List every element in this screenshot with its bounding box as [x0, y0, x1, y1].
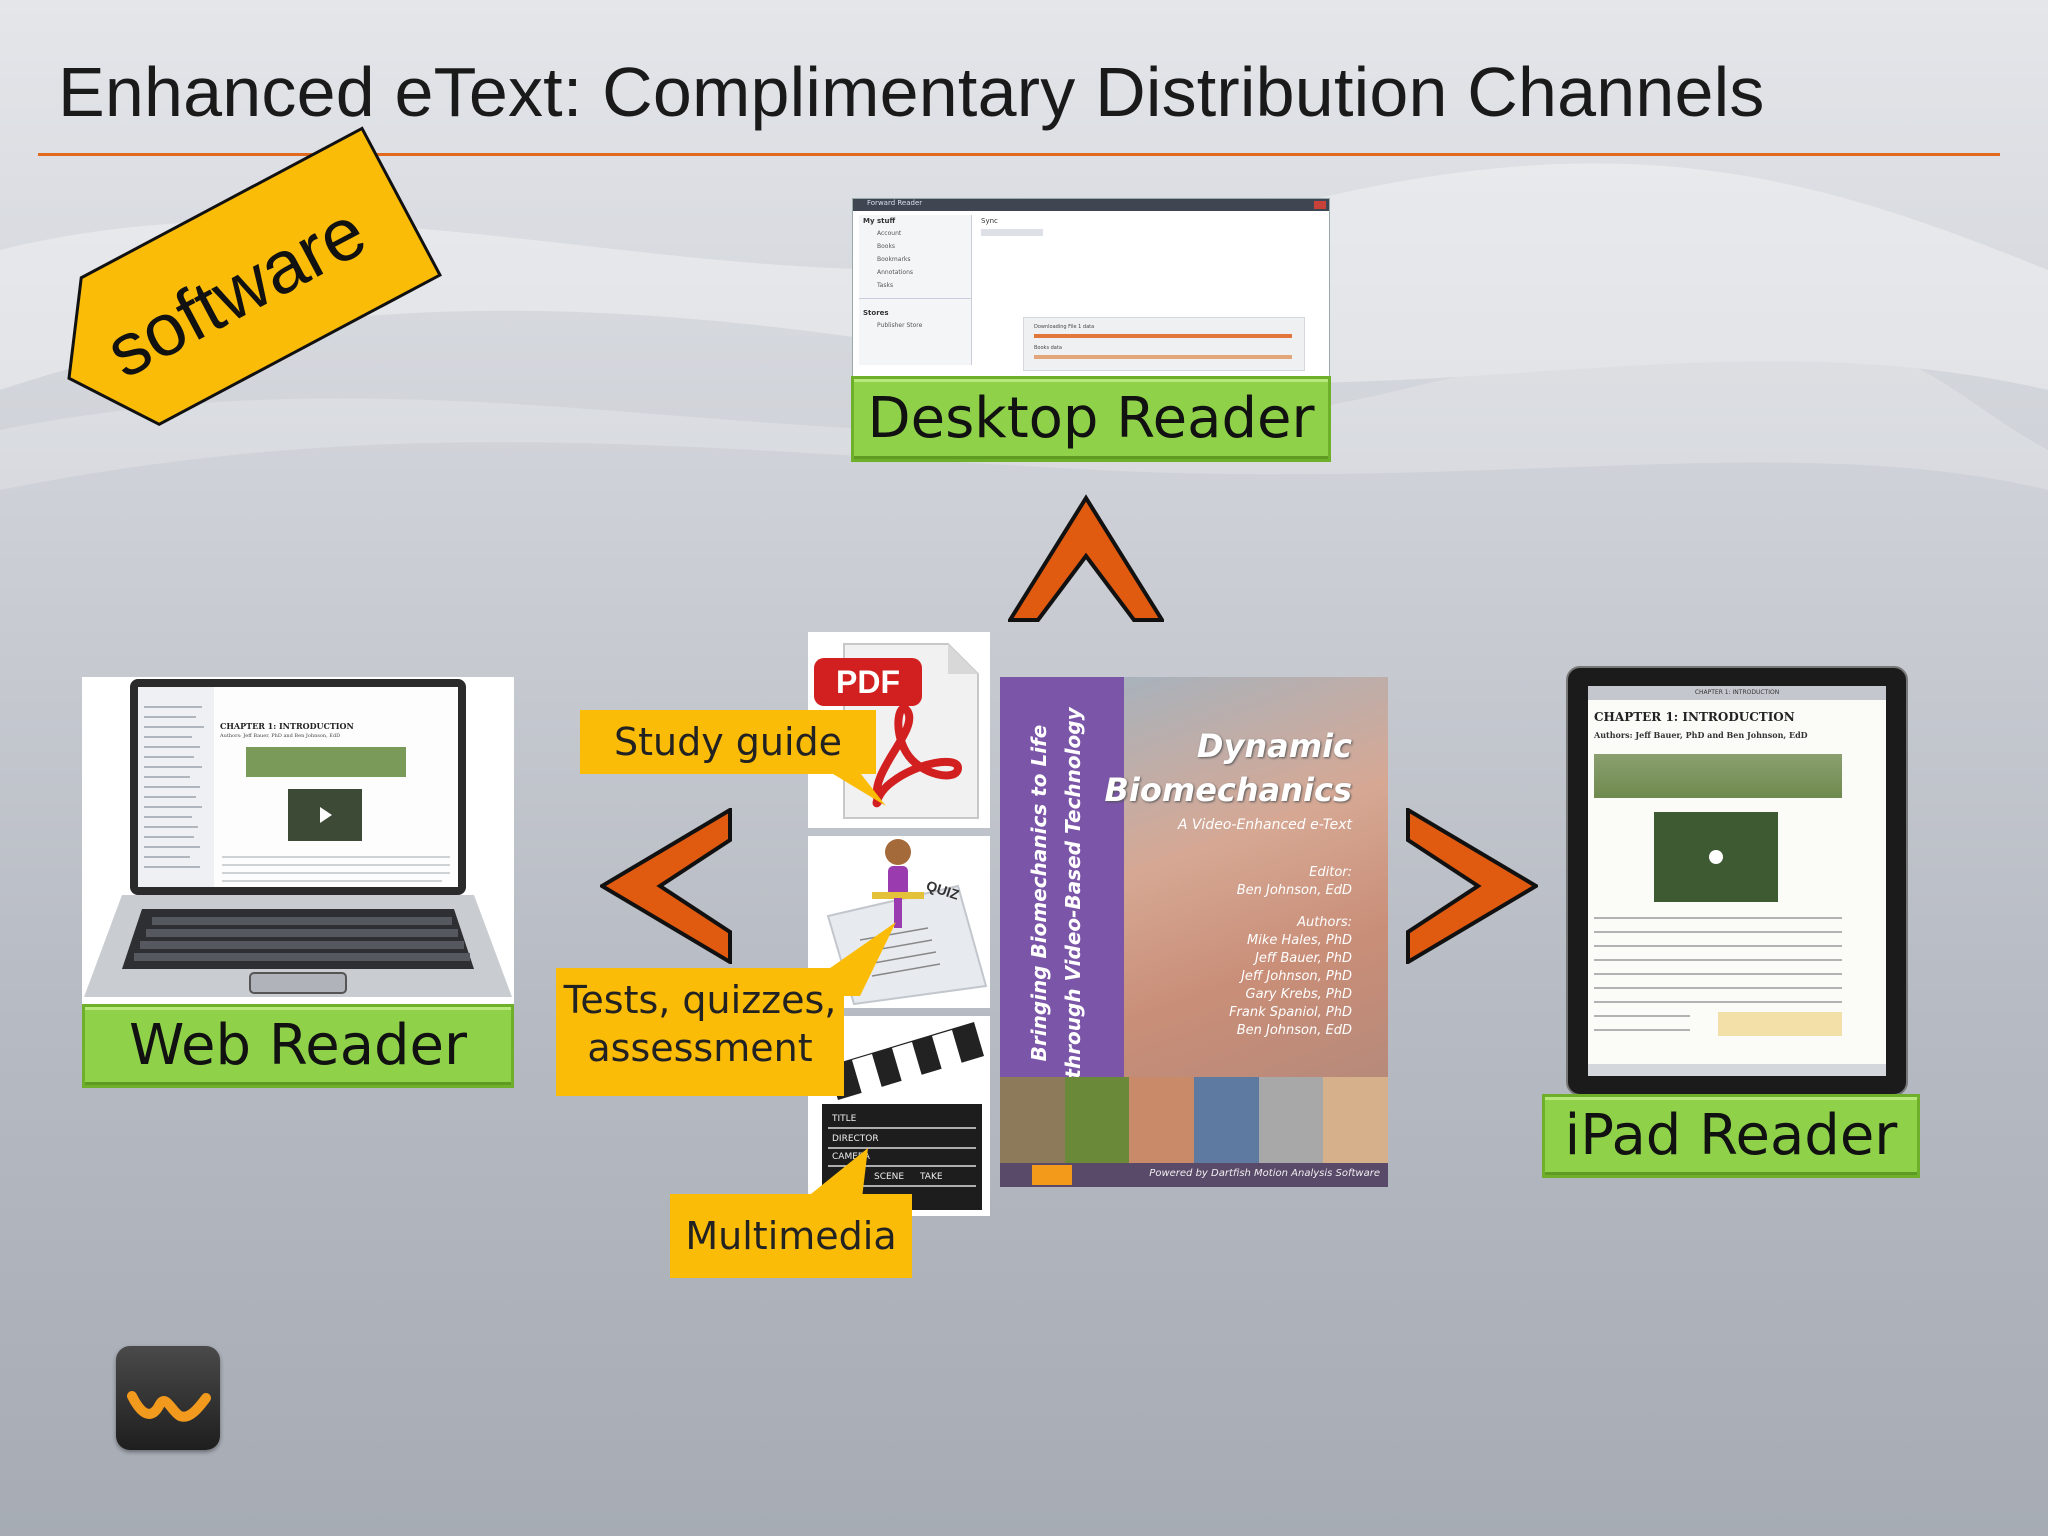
book-cover-art: [1124, 677, 1388, 1077]
ipad-screen: CHAPTER 1: INTRODUCTION CHAPTER 1: INTRO…: [1588, 686, 1886, 1076]
clapper-camera: CAMERA: [832, 1152, 870, 1162]
slide-title: Enhanced eText: Complimentary Distributi…: [58, 53, 1765, 131]
sidebar-heading: My stuff: [863, 217, 896, 225]
ipad-hero-photo: [1594, 754, 1842, 798]
book-spine-text: Bringing Biomechanics to Life through Vi…: [1022, 701, 1102, 1085]
book-subtitle: A Video-Enhanced e-Text: [1177, 817, 1352, 833]
study-guide-callout: Study guide: [580, 710, 876, 774]
book-author-5: Frank Spaniol, PhD: [1229, 1005, 1352, 1020]
multimedia-callout: Multimedia: [670, 1194, 912, 1278]
sidebar-item-store[interactable]: Publisher Store: [877, 322, 923, 329]
clapper-title: TITLE: [832, 1114, 857, 1124]
book-footer-bar: Powered by Dartfish Motion Analysis Soft…: [1000, 1163, 1388, 1187]
book-spine-line2: through Video-Based Technology: [1061, 707, 1085, 1079]
sidebar-item-account[interactable]: Account: [877, 230, 902, 237]
desktop-window-titlebar: Forward Reader: [853, 199, 1329, 211]
ipad-nav-bar: CHAPTER 1: INTRODUCTION: [1588, 686, 1886, 700]
photo-tile: [1323, 1077, 1388, 1163]
web-reader-label: Web Reader: [82, 1004, 514, 1088]
download-panel: Downloading File 1 data Books data: [1023, 317, 1305, 371]
desktop-sidebar: My stuff Account Books Bookmarks Annotat…: [859, 215, 972, 365]
download-label-2: Books data: [1034, 345, 1062, 351]
ipad-chapter-heading: CHAPTER 1: INTRODUCTION: [1594, 710, 1795, 724]
book-author-2: Jeff Bauer, PhD: [1255, 951, 1352, 966]
ipad-device-image: CHAPTER 1: INTRODUCTION CHAPTER 1: INTRO…: [1566, 666, 1908, 1096]
book-authors-label: Authors:: [1297, 915, 1352, 930]
multimedia-callout-pointer: [806, 1148, 868, 1198]
clapper-take: TAKE: [920, 1172, 943, 1182]
book-author-3: Jeff Johnson, PhD: [1241, 969, 1352, 984]
brand-logo: [116, 1346, 220, 1450]
book-title-line1: Dynamic: [1196, 727, 1352, 765]
tests-callout-line1: Tests, quizzes,: [563, 978, 837, 1022]
title-divider: [38, 153, 2000, 156]
photo-tile: [1129, 1077, 1195, 1163]
sidebar-item-annotations[interactable]: Annotations: [877, 269, 914, 276]
tests-quizzes-callout: Tests, quizzes, assessment: [556, 968, 844, 1096]
arrow-left-icon: [600, 808, 732, 964]
clapper-scene: SCENE: [874, 1172, 905, 1182]
photo-tile: [1000, 1077, 1065, 1163]
ipad-chapter-authors: Authors: Jeff Bauer, PhD and Ben Johnson…: [1594, 730, 1808, 740]
arrow-up-icon: [1008, 494, 1164, 622]
photo-tile: [1194, 1077, 1259, 1163]
book-editor: Ben Johnson, EdD: [1236, 883, 1352, 898]
photo-tile: [1258, 1077, 1324, 1163]
photo-tile: [1064, 1077, 1130, 1163]
book-author-4: Gary Krebs, PhD: [1245, 987, 1352, 1002]
download-label-1: Downloading File 1 data: [1034, 324, 1095, 330]
sidebar-item-books[interactable]: Books: [877, 243, 896, 250]
ipad-nav-title: CHAPTER 1: INTRODUCTION: [1694, 689, 1780, 696]
stores-heading: Stores: [859, 298, 971, 319]
ipad-body-text-lines: [1594, 917, 1842, 1036]
tests-callout-line2: assessment: [587, 1026, 813, 1070]
desktop-toolbar: [981, 229, 1043, 236]
book-title-line2: Biomechanics: [1104, 771, 1353, 809]
book-footer-text: Powered by Dartfish Motion Analysis Soft…: [1149, 1168, 1380, 1179]
book-cover-image: Bringing Biomechanics to Life through Vi…: [1000, 677, 1388, 1187]
pdf-icon: [814, 643, 979, 819]
ipad-video-thumbnail[interactable]: [1654, 812, 1778, 902]
book-author-1: Mike Hales, PhD: [1247, 933, 1352, 948]
window-close-icon[interactable]: [1314, 201, 1326, 209]
web-chapter-authors: Authors: Jeff Bauer, PhD and Ben Johnson…: [220, 733, 341, 739]
book-editor-label: Editor:: [1309, 865, 1352, 880]
software-tag: software: [27, 126, 442, 455]
book-spine-line1: Bringing Biomechanics to Life: [1027, 724, 1051, 1062]
publisher-logo: [1032, 1165, 1072, 1185]
download-progress-2: [1034, 355, 1292, 359]
web-reader-laptop-image: CHAPTER 1: INTRODUCTION Authors: Jeff Ba…: [82, 677, 514, 1007]
arrow-right-icon: [1406, 808, 1538, 964]
sidebar-item-tasks[interactable]: Tasks: [877, 282, 894, 289]
web-chapter-heading: CHAPTER 1: INTRODUCTION: [220, 721, 354, 731]
desktop-reader-screenshot: Forward Reader My stuff Account Books Bo…: [852, 198, 1330, 378]
desktop-reader-label: Desktop Reader: [851, 376, 1331, 462]
book-photo-strip: [1000, 1077, 1388, 1163]
tag-shape: [67, 126, 442, 427]
download-progress-1: [1034, 334, 1292, 338]
pdf-badge-text: PDF: [836, 664, 900, 700]
laptop-illustration: [84, 679, 512, 997]
clapper-director: DIRECTOR: [832, 1134, 879, 1144]
sidebar-item-bookmarks[interactable]: Bookmarks: [877, 256, 911, 263]
book-author-6: Ben Johnson, EdD: [1236, 1023, 1352, 1038]
play-icon[interactable]: [1709, 850, 1723, 864]
ipad-bottom-bar: [1588, 1064, 1886, 1076]
desktop-content-tab[interactable]: Sync: [981, 217, 998, 225]
ipad-reader-label: iPad Reader: [1542, 1094, 1920, 1178]
logo-w-icon: [127, 1391, 211, 1422]
book-spine: Bringing Biomechanics to Life through Vi…: [1000, 677, 1124, 1079]
desktop-app-title: Forward Reader: [867, 199, 923, 207]
